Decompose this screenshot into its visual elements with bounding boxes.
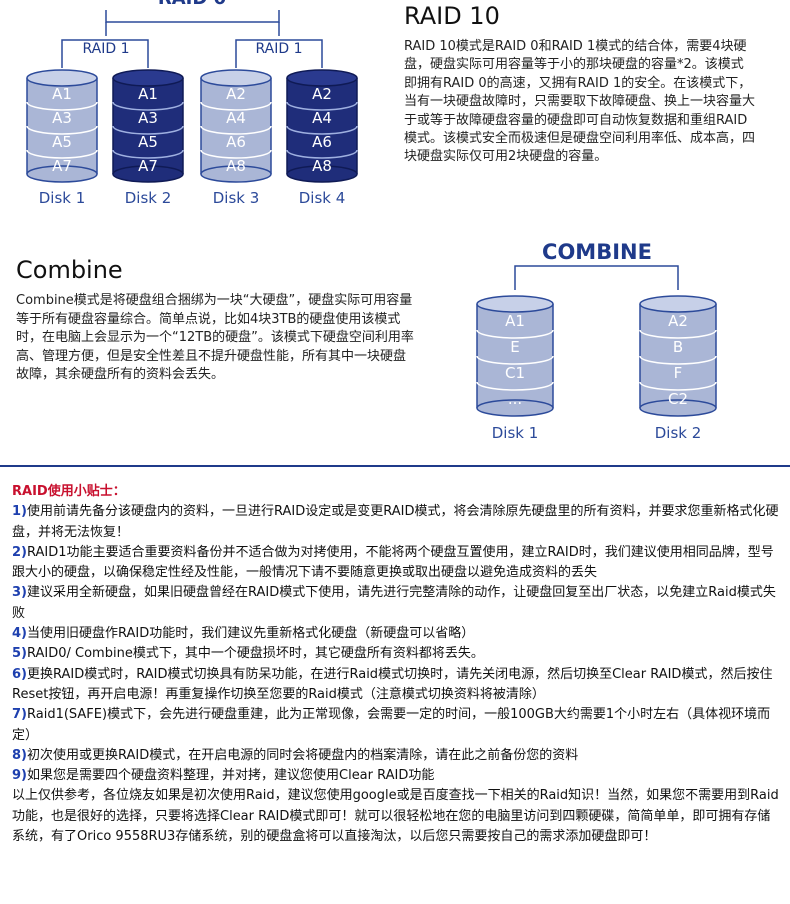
raid1-bracket [61, 39, 149, 68]
raid-tips: RAID使用小贴士： 1)使用前请先备分该硬盘内的资料，一旦进行RAID设定或是… [12, 482, 782, 847]
combine-description: Combine模式是将硬盘组合捆绑为一块“大硬盘”，硬盘实际可用容量等于所有硬盘… [16, 293, 414, 383]
tips-list: 1)使用前请先备分该硬盘内的资料，一旦进行RAID设定或是变更RAID模式，将会… [12, 502, 782, 786]
tip-item: 7)Raid1(SAFE)模式下，会先进行硬盘重建，此为正常现像，会需要一定的时… [12, 705, 782, 746]
tip-number: 6) [12, 666, 27, 682]
disk-1: A1E C1... Disk 1 [476, 295, 554, 442]
tip-item: 1)使用前请先备分该硬盘内的资料，一旦进行RAID设定或是变更RAID模式，将会… [12, 502, 782, 543]
tip-item: 2)RAID1功能主要适合重要资料备份并不适合做为对拷使用，不能将两个硬盘互置使… [12, 543, 782, 584]
disk-label: Disk 1 [39, 189, 86, 207]
raid10-description: RAID 10模式是RAID 0和RAID 1模式的结合体，需要4块硬盘，硬盘实… [404, 39, 756, 165]
disk-label: Disk 4 [299, 189, 346, 207]
raid10-title: RAID 10 [404, 2, 500, 30]
tip-number: 5) [12, 646, 27, 662]
tip-text: RAID1功能主要适合重要资料备份并不适合做为对拷使用，不能将两个硬盘互置使用，… [12, 544, 774, 581]
disk-bottom [112, 165, 184, 183]
disk-bottom [200, 165, 272, 183]
tip-number: 3) [12, 585, 27, 601]
disk-block-label: A1 [138, 85, 158, 103]
disk-block-label: A1 [505, 312, 525, 330]
raid0-connector [105, 10, 280, 23]
disk-block-label: A3 [138, 109, 158, 127]
disk-block-label: A5 [138, 133, 158, 151]
tip-text: 如果您是需要四个硬盘资料整理，并对拷，建议您使用Clear RAID功能 [27, 768, 435, 784]
disk-label: Disk 2 [125, 189, 172, 207]
raid1-group-label: RAID 1 [255, 41, 302, 57]
tip-item: 4)当使用旧硬盘作RAID功能时，我们建议先重新格式化硬盘（新硬盘可以省略） [12, 624, 782, 644]
tip-text: 当使用旧硬盘作RAID功能时，我们建议先重新格式化硬盘（新硬盘可以省略） [27, 626, 475, 642]
tip-text: 初次使用或更换RAID模式，在开启电源的同时会将硬盘内的档案清除，请在此之前备份… [27, 747, 579, 763]
disk-block-label: E [510, 338, 519, 356]
disk-block-label: A6 [312, 133, 332, 151]
raid1-bracket [235, 39, 323, 68]
disk-top [26, 69, 98, 87]
disk-block-label: A8 [312, 157, 332, 175]
disk-block-label: A2 [668, 312, 688, 330]
tips-closing: 以上仅供参考，各位烧友如果是初次使用Raid，建议您使用google或是百度查找… [12, 788, 779, 845]
disk-bottom [639, 399, 717, 417]
tip-item: 6)更换RAID模式时，RAID模式切换具有防呆功能，在进行Raid模式切换时，… [12, 665, 782, 706]
tip-number: 9) [12, 768, 27, 784]
tip-number: 2) [12, 544, 27, 560]
disk-block-label: A2 [226, 85, 246, 103]
disk-block-label: A6 [226, 133, 246, 151]
disk-block-label: A8 [226, 157, 246, 175]
disk-label: Disk 1 [492, 424, 539, 442]
tip-number: 7) [12, 707, 27, 723]
disk-block-label: F [674, 364, 683, 382]
disk-block-label: B [673, 338, 683, 356]
disk-top [200, 69, 272, 87]
disk-block-label: A7 [52, 157, 72, 175]
tip-item: 8)初次使用或更换RAID模式，在开启电源的同时会将硬盘内的档案清除，请在此之前… [12, 746, 782, 766]
tip-number: 4) [12, 626, 27, 642]
disk-block-label: A4 [226, 109, 246, 127]
disk-block-label: ... [508, 390, 522, 408]
tip-text: 更换RAID模式时，RAID模式切换具有防呆功能，在进行Raid模式切换时，请先… [12, 666, 773, 702]
disk-block-label: C1 [505, 364, 525, 382]
tip-item: 3)建议采用全新硬盘，如果旧硬盘曾经在RAID模式下使用，请先进行完整清除的动作… [12, 583, 782, 624]
disk-block-label: A2 [312, 85, 332, 103]
tip-text: 使用前请先备分该硬盘内的资料，一旦进行RAID设定或是变更RAID模式，将会清除… [12, 504, 779, 540]
disk-top [639, 295, 717, 313]
disk-block-label: A7 [138, 157, 158, 175]
tip-item: 5)RAID0/ Combine模式下，其中一个硬盘损坏时，其它硬盘所有资料都将… [12, 644, 782, 664]
disk-label: Disk 3 [213, 189, 260, 207]
disk-bottom [286, 165, 358, 183]
disk-block-label: C2 [668, 390, 688, 408]
disk-top [476, 295, 554, 313]
tip-text: 建议采用全新硬盘，如果旧硬盘曾经在RAID模式下使用，请先进行完整清除的动作，让… [12, 585, 776, 621]
combine-label: COMBINE [542, 240, 652, 264]
raid0-label: RAID 0 [158, 0, 226, 9]
disk-block-label: A1 [52, 85, 72, 103]
tips-title: RAID使用小贴士： [12, 484, 126, 499]
tip-number: 8) [12, 747, 27, 763]
disk-top [112, 69, 184, 87]
tip-text: Raid1(SAFE)模式下，会先进行硬盘重建，此为正常现像，会需要一定的时间，… [12, 707, 771, 743]
disk-label: Disk 2 [655, 424, 702, 442]
combine-connector [514, 265, 679, 290]
raid1-group-label: RAID 1 [82, 41, 129, 57]
section-divider [0, 465, 790, 467]
disk-block-label: A3 [52, 109, 72, 127]
tip-number: 1) [12, 504, 27, 520]
disk-block-label: A4 [312, 109, 332, 127]
tip-text: RAID0/ Combine模式下，其中一个硬盘损坏时，其它硬盘所有资料都将丢失… [27, 646, 484, 662]
combine-title: Combine [16, 256, 123, 284]
disk-top [286, 69, 358, 87]
tip-item: 9)如果您是需要四个硬盘资料整理，并对拷，建议您使用Clear RAID功能 [12, 766, 782, 786]
disk-bottom [476, 399, 554, 417]
disk-bottom [26, 165, 98, 183]
disk-block-label: A5 [52, 133, 72, 151]
